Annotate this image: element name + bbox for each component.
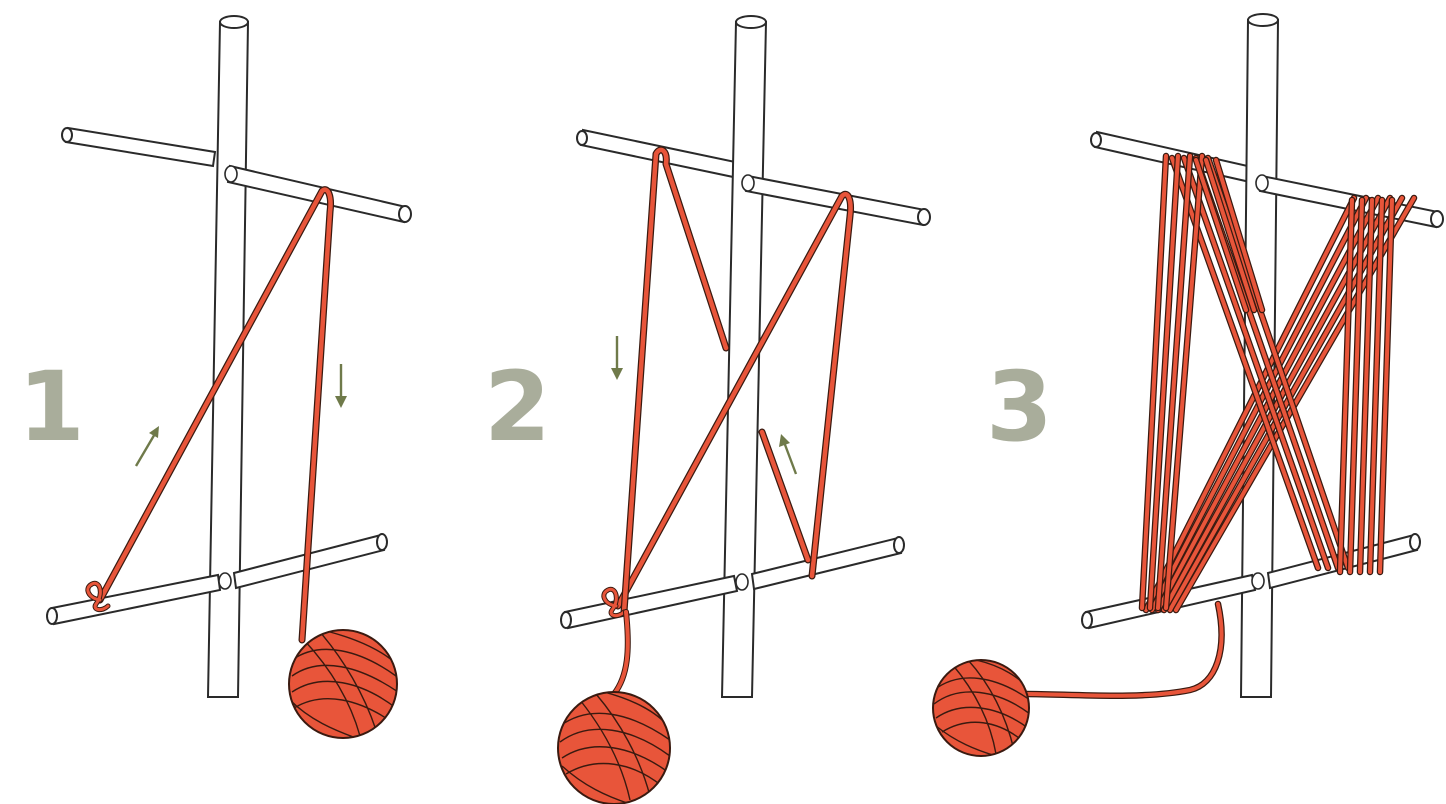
- panel-2-bottom-bar-front: [565, 576, 737, 628]
- panel-3-top-bar-end-left: [1091, 133, 1101, 147]
- yarn-ball-icon: [933, 660, 1030, 756]
- panel-1-post-top: [220, 16, 248, 28]
- panel-2-top-hole: [742, 175, 754, 191]
- panel-3-bottom-bar-end-right: [1410, 534, 1420, 550]
- panel-2-top-bar-front: [746, 176, 925, 225]
- panel-1-top-hole: [225, 166, 237, 182]
- panel-3-post-top: [1248, 14, 1278, 26]
- panel-3-top-bar-end-right: [1431, 211, 1443, 227]
- yarn-ball-icon: [558, 692, 670, 804]
- step-number-2: 2: [484, 351, 551, 463]
- panel-2-post-top: [736, 16, 766, 28]
- panel-2-top-bar-back: [581, 130, 740, 178]
- panel-2-top-bar-end-left: [577, 131, 587, 145]
- panel-1-top-bar-end-left: [62, 128, 72, 142]
- panel-2-bottom-bar-end-left: [561, 612, 571, 628]
- panel-1-bottom-bar-end-left: [47, 608, 57, 624]
- panel-3-bottom-hole: [1252, 573, 1264, 589]
- panel-2-bottom-bar-end-right: [894, 537, 904, 553]
- panel-2-bottom-hole: [736, 574, 748, 590]
- panel-2: [558, 16, 930, 804]
- panel-1-bottom-hole: [219, 573, 231, 589]
- panel-1-bottom-bar-end-right: [377, 534, 387, 550]
- step-number-3: 3: [986, 351, 1053, 463]
- panel-2-bottom-bar-back: [752, 538, 901, 589]
- panel-3-bottom-bar-end-left: [1082, 612, 1092, 628]
- yarn-ball-icon: [289, 630, 398, 738]
- panel-2-post: [722, 22, 766, 697]
- panel-3-top-hole: [1256, 175, 1268, 191]
- panel-1-top-bar-back: [66, 128, 215, 166]
- panel-1-bottom-bar-front: [52, 575, 220, 624]
- step-number-1: 1: [18, 351, 85, 463]
- panel-2-top-bar-end-right: [918, 209, 930, 225]
- panel-1: [47, 16, 411, 738]
- panel-1-top-bar-end-right: [399, 206, 411, 222]
